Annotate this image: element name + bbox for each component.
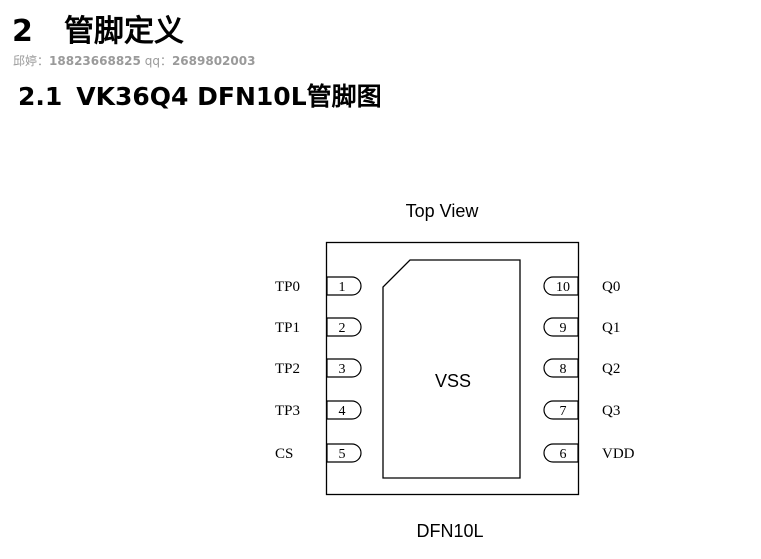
right-pin-group: 10 Q0 9 Q1 8 Q2 7 Q3 6 VDD [543,276,635,463]
pin-name: VDD [602,446,635,462]
pin-name: Q2 [602,361,620,377]
pin-name: Q3 [602,403,620,419]
pin-name: Q1 [602,320,620,336]
contact-phone: 18823668825 [49,54,141,68]
section-title: 管脚定义 [64,14,184,49]
pin-pad [543,400,579,420]
pin-number: 2 [339,321,346,336]
pin-pad [543,358,579,378]
pin-number: 5 [339,447,346,462]
pin-number: 10 [556,280,570,295]
pin-number: 1 [339,280,346,295]
contact-qq-label: qq： [144,54,172,68]
pin-number: 8 [560,362,567,377]
subsection-number: 2.1 [18,82,63,111]
contact-qq: 2689802003 [171,54,256,68]
pin-pad [326,400,362,420]
section-number: 2 [12,14,33,49]
subsection-title: VK36Q4 DFN10L管脚图 [76,82,382,111]
pin-name: TP1 [275,320,300,336]
contact-name-label: 邱婷： [13,54,50,68]
package-outline [325,241,580,496]
pin-pad [543,317,579,337]
pin-pad [326,358,362,378]
package-name-label: DFN10L [416,521,483,541]
pin-pad [326,443,362,463]
pin-name: TP0 [275,279,300,295]
pin-pad [326,276,362,296]
pin-number: 9 [560,321,567,336]
contact-line: 邱婷：18823668825 qq：2689802003 [13,54,255,69]
exposed-pad [382,259,521,479]
pin-pad [326,317,362,337]
pin-number: 4 [339,404,346,419]
subsection-heading: 2.1 VK36Q4 DFN10L管脚图 [18,80,382,114]
pin-number: 3 [339,362,346,377]
pin-number: 6 [560,447,567,462]
pin-name: CS [275,446,293,462]
pin-pad [543,276,579,296]
pin-name: TP2 [275,361,300,377]
pin-name: TP3 [275,403,300,419]
left-pin-group: 1 TP0 2 TP1 3 TP2 4 TP3 5 CS [275,276,362,463]
pin-number: 7 [560,404,567,419]
center-pad-label: VSS [435,371,471,391]
pin-name: Q0 [602,279,620,295]
pin-pad [543,443,579,463]
top-view-label: Top View [406,201,480,221]
section-heading: 2 管脚定义 [12,12,184,52]
